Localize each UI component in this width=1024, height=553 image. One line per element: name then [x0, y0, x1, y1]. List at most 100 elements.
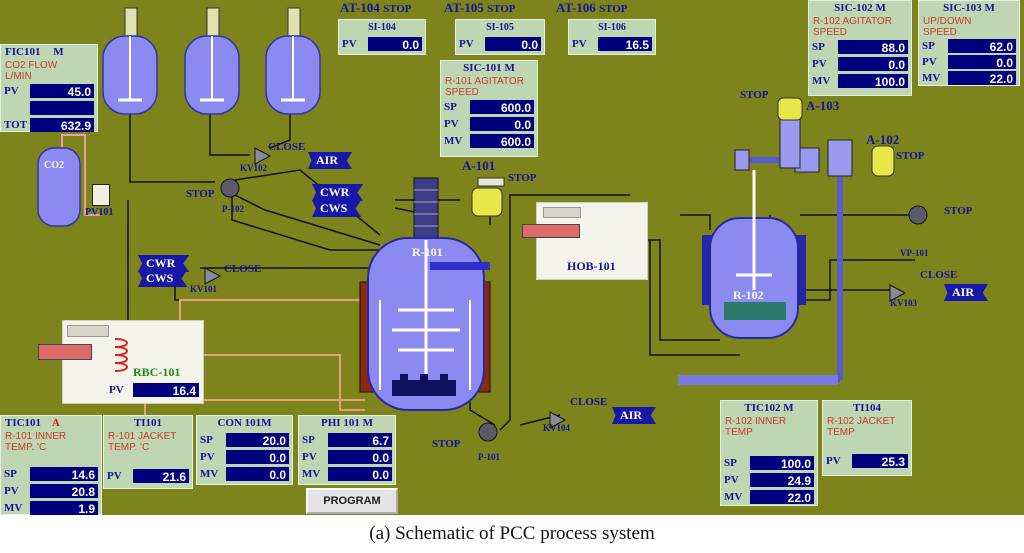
tic101-sp-label: SP: [4, 467, 17, 480]
co2-label: CO2: [44, 160, 64, 171]
agitator-a103: [777, 97, 803, 121]
cws-flag-kv101: CWS: [138, 270, 188, 287]
sic101-mv-label: MV: [444, 134, 463, 147]
cws-flag-r101: CWS: [312, 200, 362, 217]
tic102-sp-label: SP: [724, 456, 737, 469]
fic101-pv-label: PV: [4, 84, 19, 97]
air-flag-kv102: AIR: [308, 152, 353, 169]
r102-label: R-102: [733, 288, 764, 302]
ti101-title: TI101: [133, 417, 163, 429]
sic103-mv-label: MV: [922, 72, 941, 84]
con101-mv-value: 0.0: [226, 466, 289, 482]
sic103-mv-value: 22.0: [948, 71, 1016, 86]
pv101-valve-icon[interactable]: [92, 184, 110, 206]
a102-state[interactable]: STOP: [896, 150, 925, 162]
si104-title: SI-104: [368, 22, 396, 33]
tic101-title: TIC101 A: [5, 417, 60, 429]
rbc101-pv-value: 16.4: [133, 383, 199, 398]
pump-vp101-body: [908, 205, 928, 225]
kv101-label: KV101: [190, 284, 217, 294]
sic102-mv-label: MV: [812, 74, 831, 87]
sic101-pv-label: PV: [444, 117, 459, 130]
sic103-pv-value: 0.0: [948, 55, 1016, 70]
sic102-pv-value: 0.0: [838, 56, 908, 72]
tic102-mv-label: MV: [724, 490, 743, 503]
kv101-state[interactable]: CLOSE: [224, 263, 262, 275]
sic102-desc: R-102 AGITATOR SPEED: [813, 16, 892, 38]
tic101-pv-label: PV: [4, 484, 19, 497]
tic101-sp-value: 14.6: [30, 466, 98, 482]
con101-sp-value: 20.0: [226, 432, 289, 448]
kv102-state[interactable]: CLOSE: [268, 141, 306, 153]
si104-pv-label: PV: [342, 37, 357, 50]
program-button[interactable]: PROGRAM: [306, 488, 398, 514]
tic101-mv-label: MV: [4, 501, 23, 514]
sic103-sp-label: SP: [922, 40, 935, 52]
a103-label: A-103: [806, 98, 840, 113]
con101-sp-label: SP: [200, 433, 213, 446]
si106-pv-value: 16.5: [598, 36, 652, 52]
kv103-state[interactable]: CLOSE: [920, 269, 958, 281]
sic101-title: SIC-101 M: [463, 62, 515, 74]
sic102-pv-label: PV: [812, 57, 827, 70]
vp101-state[interactable]: STOP: [944, 205, 973, 217]
phi101-mv-label: MV: [302, 467, 321, 480]
rbc101-pv-label: PV: [109, 384, 124, 396]
sic101-mv-value: 600.0: [470, 133, 534, 149]
tic102-pv-value: 24.9: [750, 472, 814, 488]
hob101-display: [543, 207, 581, 218]
phi101-sp-label: SP: [302, 433, 315, 446]
p102-state[interactable]: STOP: [186, 188, 215, 200]
fic101-blank-value: [30, 100, 94, 115]
figure-caption: (a) Schematic of PCC process system: [369, 523, 655, 544]
sic101-panel[interactable]: SIC-101 M R-101 AGITATOR SPEED SP 600.0 P…: [440, 60, 538, 157]
ti101-panel[interactable]: TI101 R-101 JACKET TEMP. 'C PV 21.6: [103, 415, 193, 489]
at104-status: AT-104 STOP: [340, 0, 412, 15]
reactor-r101: [359, 177, 491, 411]
hob101-label: HOB-101: [567, 259, 616, 273]
ti101-pv-label: PV: [107, 469, 122, 482]
at105-status: AT-105 STOP: [444, 0, 516, 15]
agitator-a101: [471, 177, 505, 217]
sic102-title: SIC-102 M: [834, 2, 886, 14]
sic101-desc: R-101 AGITATOR SPEED: [445, 76, 524, 98]
p101-state[interactable]: STOP: [432, 438, 461, 450]
fic101-desc: CO2 FLOW L/MIN: [5, 60, 58, 82]
tic102-pv-label: PV: [724, 473, 739, 486]
kv102-label: KV102: [240, 163, 267, 173]
rbc101-unit[interactable]: RBC-101 PV 16.4: [62, 320, 204, 404]
ti104-pv-value: 25.3: [852, 453, 908, 469]
phi101-pv-label: PV: [302, 450, 317, 463]
con101-mv-label: MV: [200, 467, 219, 480]
agitator-a102: [871, 145, 895, 177]
kv104-state[interactable]: CLOSE: [570, 396, 608, 408]
a103-state[interactable]: STOP: [740, 89, 769, 101]
vp101-label: VP-101: [900, 248, 929, 258]
ti101-desc: R-101 JACKET TEMP. 'C: [108, 431, 177, 453]
a101-state[interactable]: STOP: [508, 172, 537, 184]
a102-label: A-102: [866, 132, 900, 147]
ti101-pv-value: 21.6: [133, 468, 189, 484]
hob101-unit[interactable]: HOB-101: [536, 202, 648, 280]
phi101-mv-value: 0.0: [328, 466, 392, 482]
si105-pv-label: PV: [459, 37, 474, 50]
con101-pv-label: PV: [200, 450, 215, 463]
ti104-title: TI104: [852, 402, 882, 414]
sic103-pv-label: PV: [922, 56, 937, 68]
r101-label: R-101: [412, 245, 443, 259]
sic103-title: SIC-103 M: [943, 2, 995, 14]
process-schematic: AT-104 STOP AT-105 STOP AT-106 STOP SI-1…: [0, 0, 1024, 515]
sic101-sp-label: SP: [444, 100, 457, 113]
sic103-desc: UP/DOWN SPEED: [923, 16, 972, 38]
